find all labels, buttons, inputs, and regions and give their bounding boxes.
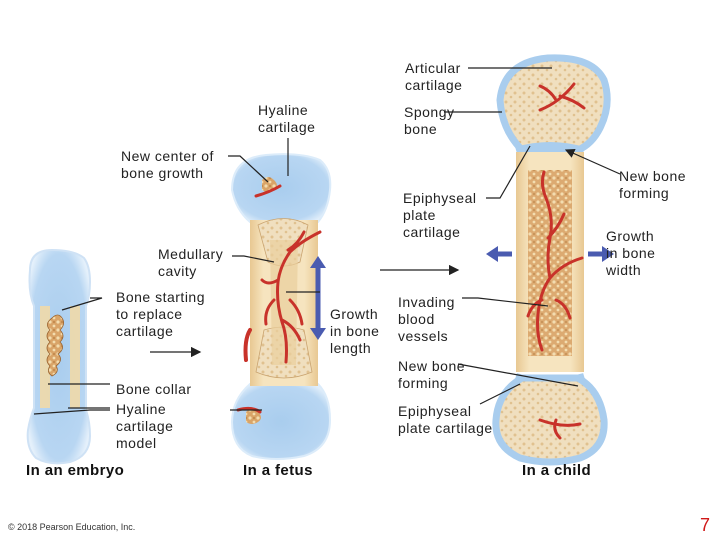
- caption-embryo: In an embryo: [26, 462, 125, 479]
- leader-lines: [33, 67, 621, 415]
- child-blood-vessels: [526, 82, 586, 440]
- page-number: 7: [700, 515, 711, 535]
- fetus-epiphysis-spongy-bottom: [246, 409, 261, 424]
- child-medullary-cavity: [528, 170, 572, 356]
- fetus-periosteal-vessel: [243, 328, 252, 362]
- growth-length-arrow: [310, 256, 326, 340]
- copyright-notice: © 2018 Pearson Education, Inc.: [8, 522, 136, 532]
- label-bone-starting-to-replace-cartilage: Bone starting to replace cartilage: [116, 289, 205, 339]
- label-growth-in-bone-width: Growth in bone width: [606, 228, 656, 278]
- child-epiphysis-bottom: [492, 374, 608, 466]
- label-new-bone-forming-top: New bone forming: [619, 168, 687, 201]
- label-bone-collar: Bone collar: [116, 381, 192, 397]
- label-hyaline-cartilage-model: Hyaline cartilage model: [116, 401, 174, 451]
- fetus-bone: [230, 153, 332, 460]
- label-epiphyseal-plate-cartilage-top: Epiphyseal plate cartilage: [403, 190, 477, 240]
- caption-fetus: In a fetus: [243, 462, 313, 479]
- fetus-marrow-dark: [270, 240, 298, 365]
- child-epiphyseal-plate-top: [515, 142, 585, 153]
- label-medullary-cavity: Medullary cavity: [158, 246, 224, 279]
- growth-width-arrows: [486, 246, 614, 262]
- embryo-bone: [26, 248, 92, 465]
- label-growth-in-bone-length: Growth in bone length: [330, 306, 380, 356]
- child-bone: [492, 54, 611, 466]
- label-new-center-of-bone-growth: New center of bone growth: [121, 148, 214, 181]
- label-articular-cartilage: Articular cartilage: [405, 60, 463, 93]
- label-new-bone-forming-bottom: New bone forming: [398, 358, 466, 391]
- label-hyaline-cartilage-fetus: Hyaline cartilage: [258, 102, 316, 135]
- caption-child: In a child: [522, 462, 592, 479]
- fetus-cartilage-top: [230, 153, 332, 223]
- embryo-ossification-center: [46, 314, 64, 377]
- label-invading-blood-vessels: Invading blood vessels: [398, 294, 455, 344]
- label-spongy-bone: Spongy bone: [404, 104, 455, 137]
- fetus-blood-vessels: [236, 184, 322, 414]
- label-epiphyseal-plate-cartilage-bottom: Epiphyseal plate cartilage: [398, 403, 493, 436]
- fetus-cartilage-bottom: [230, 383, 332, 460]
